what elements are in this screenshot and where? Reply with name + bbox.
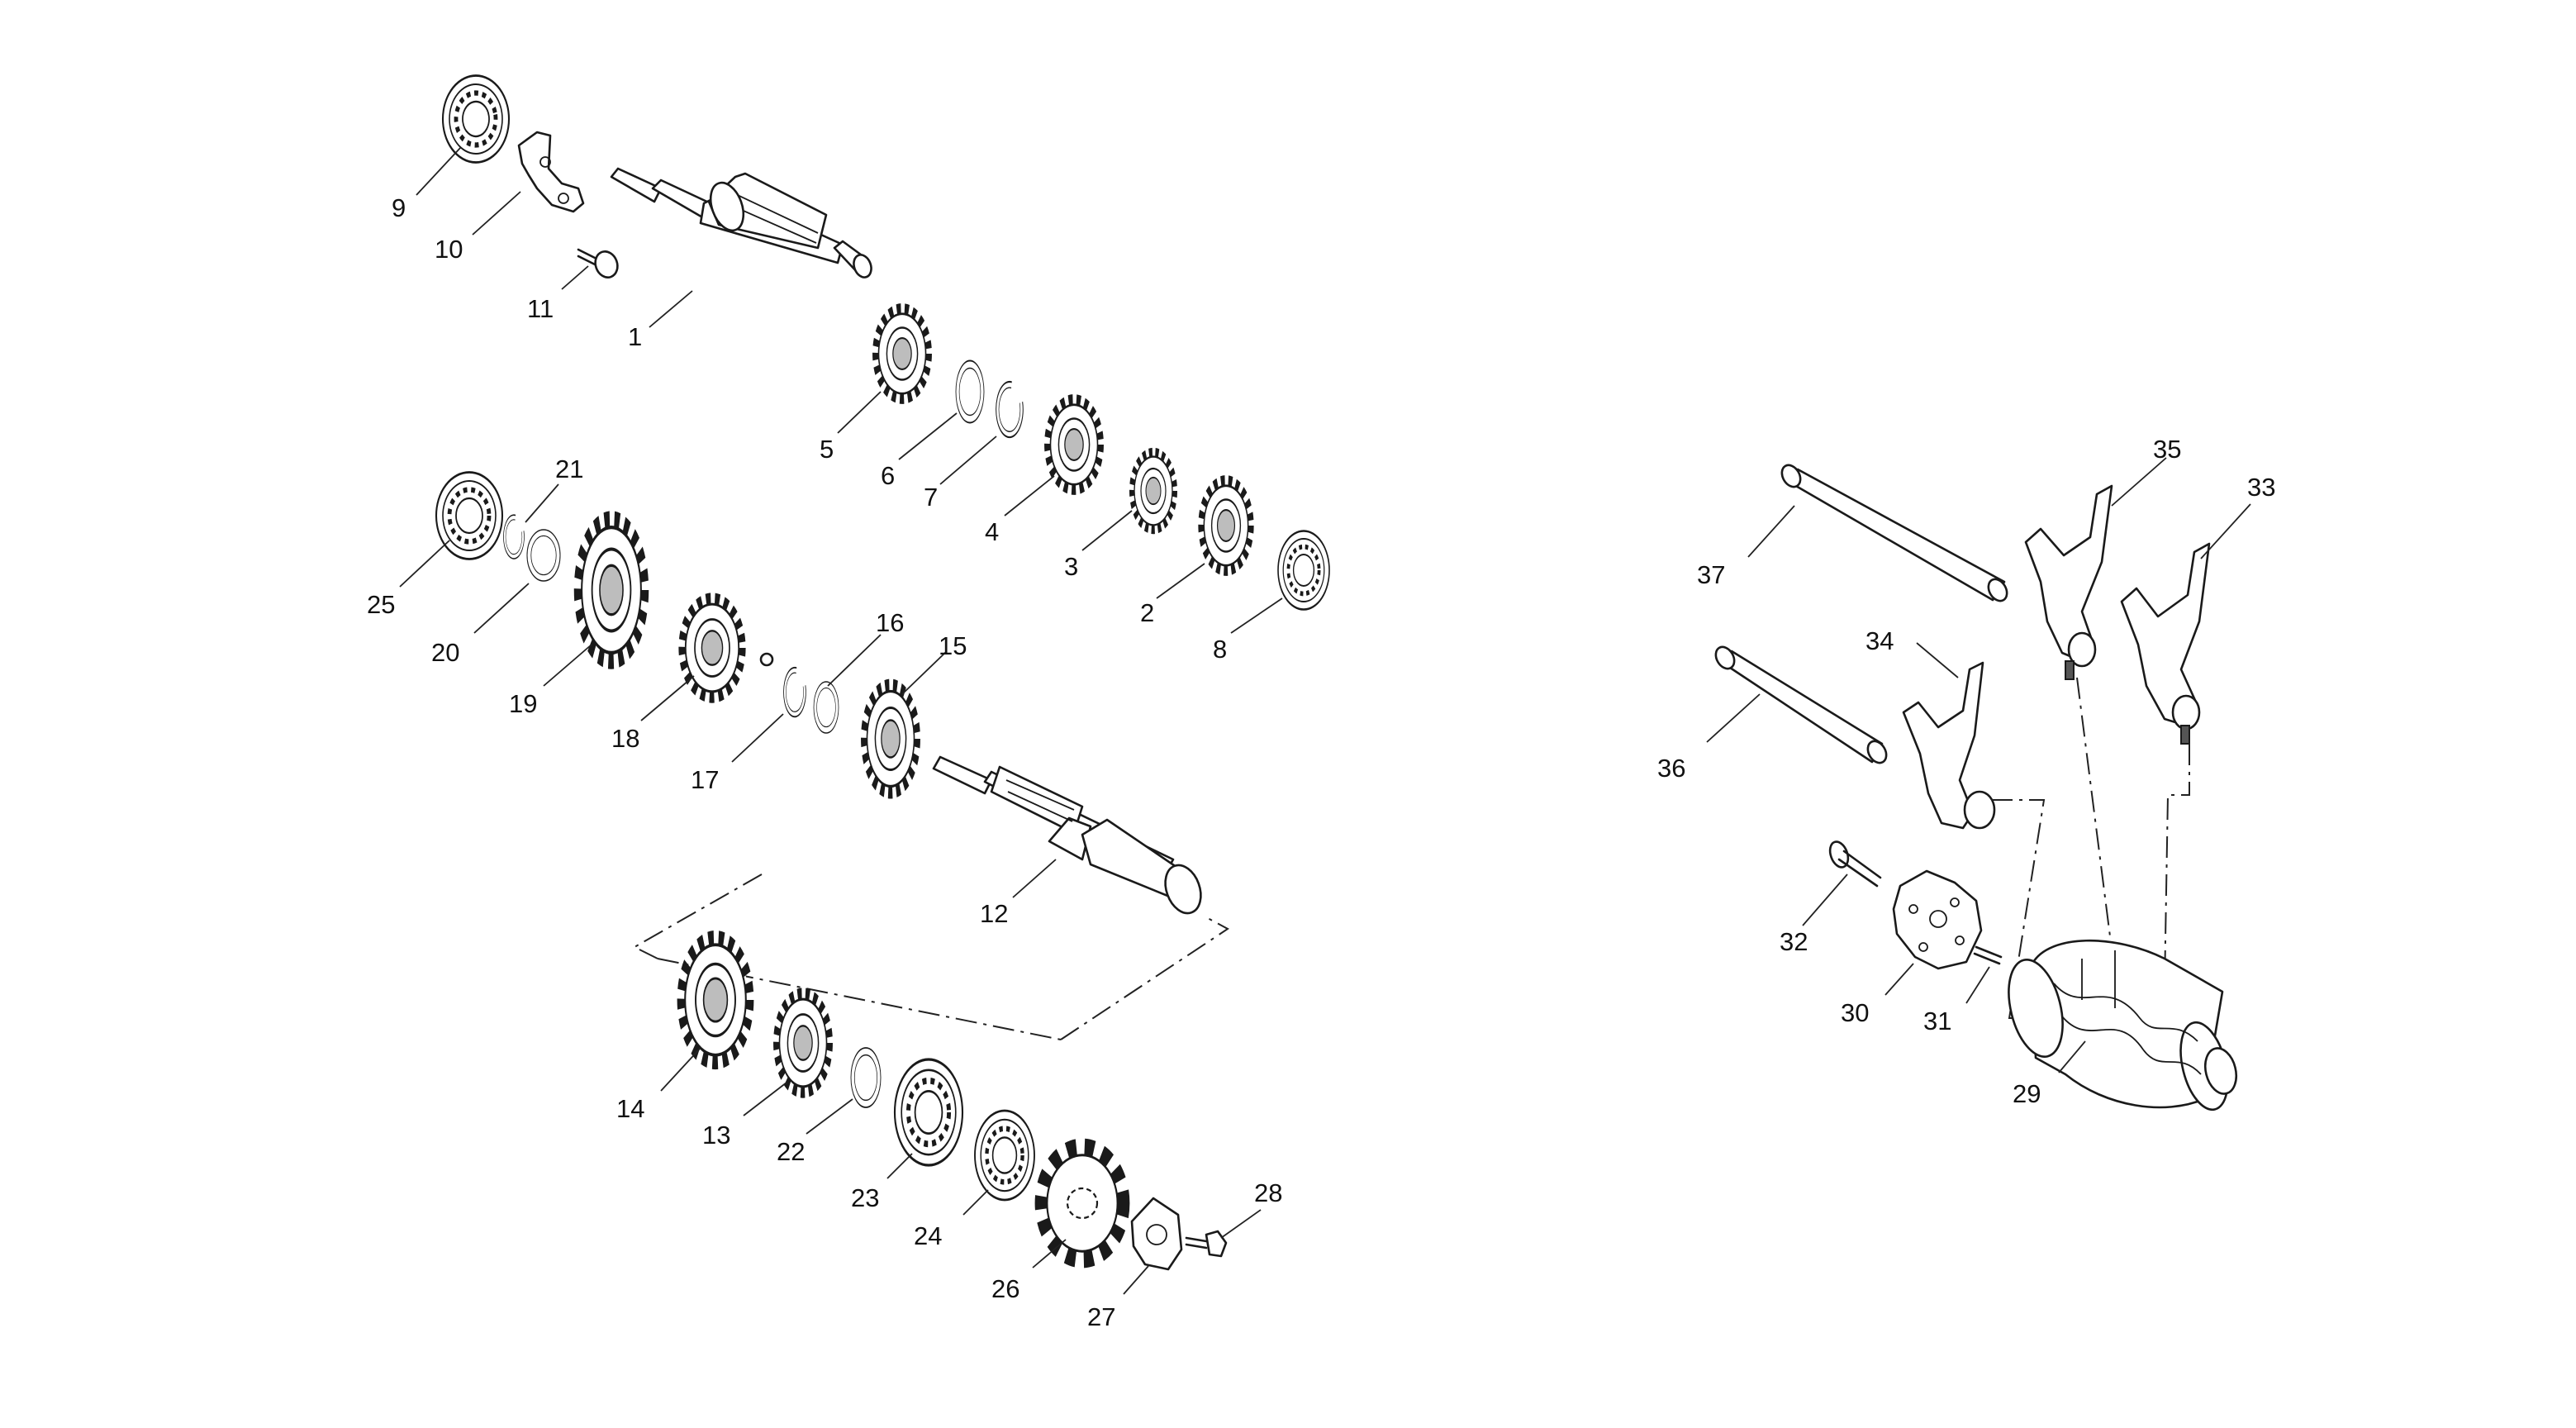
index-star-30 (1892, 869, 1983, 970)
shift-fork-35 (2024, 484, 2113, 680)
callout-6: 6 (881, 461, 895, 490)
counter-shaft-12 (932, 755, 1202, 915)
pin-31 (1973, 945, 2003, 965)
callout-34: 34 (1865, 626, 1894, 655)
callout-25: 25 (367, 590, 395, 619)
callout-20: 20 (431, 638, 459, 667)
plate-hole (558, 193, 569, 204)
main-shaft-1 (610, 167, 872, 278)
ring-20 (526, 529, 561, 582)
gear-14 (682, 940, 749, 1060)
callout-23: 23 (851, 1183, 879, 1212)
callout-16: 16 (876, 608, 904, 637)
callout-26: 26 (991, 1274, 1019, 1303)
callout-2: 2 (1140, 598, 1154, 627)
circlip-17 (782, 666, 807, 718)
callout-7: 7 (924, 483, 938, 512)
ring-6 (955, 359, 985, 424)
gear-2 (1202, 483, 1250, 569)
gear-18 (683, 601, 741, 696)
bearing-9 (438, 69, 515, 169)
callout-12: 12 (980, 899, 1008, 928)
fork-guide-line (2076, 677, 2116, 976)
retainer-plate-10 (517, 131, 585, 213)
callout-37: 37 (1697, 560, 1725, 589)
callout-3: 3 (1064, 552, 1078, 581)
ring-22 (850, 1047, 882, 1108)
callout-33: 33 (2247, 473, 2275, 502)
bearing-23 (895, 1059, 962, 1165)
screw-32 (1828, 840, 1882, 888)
bearing-8 (1278, 531, 1329, 610)
callout-5: 5 (820, 435, 834, 464)
callout-15: 15 (939, 631, 967, 660)
leader-lines (399, 146, 2251, 1295)
gear-5 (877, 311, 928, 397)
callout-22: 22 (777, 1137, 805, 1166)
output-assembly (682, 940, 1228, 1271)
gear-13 (777, 996, 829, 1091)
callout-18: 18 (611, 724, 639, 753)
callout-4: 4 (985, 517, 999, 546)
fork-shaft-37 (1780, 464, 2008, 602)
lock-plate-27 (1130, 1197, 1183, 1271)
bolt-28 (1185, 1230, 1228, 1258)
callout-labels: 1 2 3 4 5 6 7 8 9 10 11 12 13 14 15 16 1… (367, 193, 2275, 1331)
callout-21: 21 (555, 455, 583, 483)
shift-drum-29 (2008, 939, 2238, 1111)
circlip-21 (502, 514, 525, 559)
main-shaft-assembly (438, 69, 1329, 609)
fork-shaft-36 (1714, 645, 1888, 764)
callout-8: 8 (1213, 635, 1227, 664)
callout-24: 24 (914, 1221, 942, 1250)
callout-28: 28 (1254, 1178, 1282, 1207)
callout-19: 19 (509, 689, 537, 718)
callout-11: 11 (527, 294, 554, 323)
gear-4 (1048, 402, 1100, 488)
bearing-25 (436, 473, 502, 559)
callout-36: 36 (1657, 754, 1685, 783)
sprocket-26 (1034, 1138, 1130, 1269)
gear-19 (579, 522, 644, 659)
counter-shaft-assembly (436, 473, 1202, 915)
callout-27: 27 (1087, 1302, 1115, 1331)
callout-13: 13 (702, 1121, 730, 1150)
callout-17: 17 (691, 765, 719, 794)
fork-guide-line (2164, 744, 2190, 989)
circlip-7 (995, 380, 1024, 439)
callout-1: 1 (628, 322, 642, 351)
gear-15 (865, 688, 916, 791)
callout-29: 29 (2013, 1079, 2041, 1108)
gear-3 (1133, 454, 1174, 528)
shift-mechanism (1714, 464, 2238, 1111)
callout-35: 35 (2153, 435, 2181, 464)
callout-32: 32 (1780, 927, 1808, 956)
plate-hole (539, 156, 551, 168)
callout-10: 10 (435, 235, 463, 264)
screw-11 (577, 248, 619, 278)
gear-18-pin (759, 652, 774, 667)
assembly-bracket (632, 873, 1229, 1040)
callout-9: 9 (392, 193, 406, 222)
callout-31: 31 (1923, 1007, 1951, 1035)
bearing-24 (975, 1111, 1034, 1200)
shift-fork-33 (2120, 542, 2211, 745)
callout-30: 30 (1841, 998, 1869, 1027)
callout-14: 14 (616, 1094, 644, 1123)
ring-16 (813, 681, 839, 734)
shift-fork-34 (1902, 661, 1996, 830)
